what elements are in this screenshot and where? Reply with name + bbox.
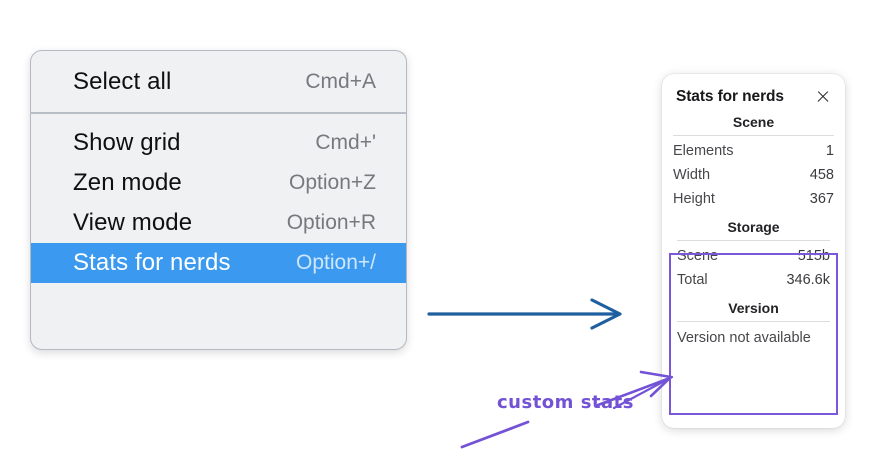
menu-item-zen-mode[interactable]: Zen mode Option+Z [31, 163, 406, 203]
panel-header: Stats for nerds [662, 74, 845, 106]
menu-item-label: Select all [73, 68, 172, 95]
menu-item-show-grid[interactable]: Show grid Cmd+' [31, 123, 406, 163]
context-menu[interactable]: Select all Cmd+A Show grid Cmd+' Zen mod… [30, 50, 407, 350]
stat-value: 346.6k [786, 272, 830, 288]
stat-value: 458 [809, 167, 834, 183]
menu-item-label: Show grid [73, 129, 181, 156]
stat-key: Width [673, 167, 711, 183]
panel-title: Stats for nerds [676, 88, 784, 105]
menu-item-label: View mode [73, 209, 193, 236]
menu-item-label: Stats for nerds [73, 249, 231, 276]
menu-item-shortcut: Cmd+A [305, 70, 376, 93]
blue-arrow [427, 298, 622, 330]
stat-value: 515b [797, 248, 830, 264]
close-icon[interactable] [815, 89, 831, 105]
scene-heading: Scene [732, 114, 775, 130]
storage-heading: Storage [727, 219, 780, 235]
menu-item-shortcut: Option+Z [289, 171, 376, 194]
menu-bottom-padding [31, 283, 406, 301]
menu-group-2: Show grid Cmd+' Zen mode Option+Z View m… [31, 123, 406, 283]
menu-item-view-mode[interactable]: View mode Option+R [31, 203, 406, 243]
menu-item-shortcut: Cmd+' [315, 131, 376, 154]
stat-row-width: Width 458 [673, 163, 834, 187]
menu-group-1: Select all Cmd+A [31, 62, 406, 102]
version-section: Version Version not available [662, 292, 845, 351]
stat-row-storage-scene: Scene 515b [677, 244, 830, 268]
stat-value: 1 [825, 143, 834, 159]
stat-row-height: Height 367 [673, 187, 834, 211]
stat-key: Height [673, 191, 715, 207]
stat-key: Scene [677, 248, 719, 264]
menu-item-shortcut: Option+/ [296, 251, 376, 274]
scene-section: Scene Elements 1 Width 458 Height 367 [662, 106, 845, 211]
menu-item-select-all[interactable]: Select all Cmd+A [31, 62, 406, 102]
stats-for-nerds-panel: Stats for nerds Scene Elements 1 Width 4… [662, 74, 845, 428]
menu-item-shortcut: Option+R [286, 211, 376, 234]
stat-key: Elements [673, 143, 734, 159]
stat-row-storage-total: Total 346.6k [677, 268, 830, 292]
version-heading: Version [728, 300, 779, 316]
stat-key: Total [677, 272, 708, 288]
menu-top-padding [31, 51, 406, 62]
version-note: Version not available [677, 330, 811, 346]
version-divider [677, 321, 830, 322]
storage-divider [677, 240, 830, 241]
menu-item-stats-for-nerds[interactable]: Stats for nerds Option+/ [31, 243, 406, 283]
stat-row-elements: Elements 1 [673, 139, 834, 163]
purple-underline-stroke [460, 420, 530, 449]
stat-value: 367 [809, 191, 834, 207]
storage-section: Storage Scene 515b Total 346.6k [662, 211, 845, 292]
annotation-label-custom-stats: custom stats [497, 392, 634, 413]
menu-item-label: Zen mode [73, 169, 182, 196]
scene-divider [673, 135, 834, 136]
menu-separator [31, 112, 406, 114]
